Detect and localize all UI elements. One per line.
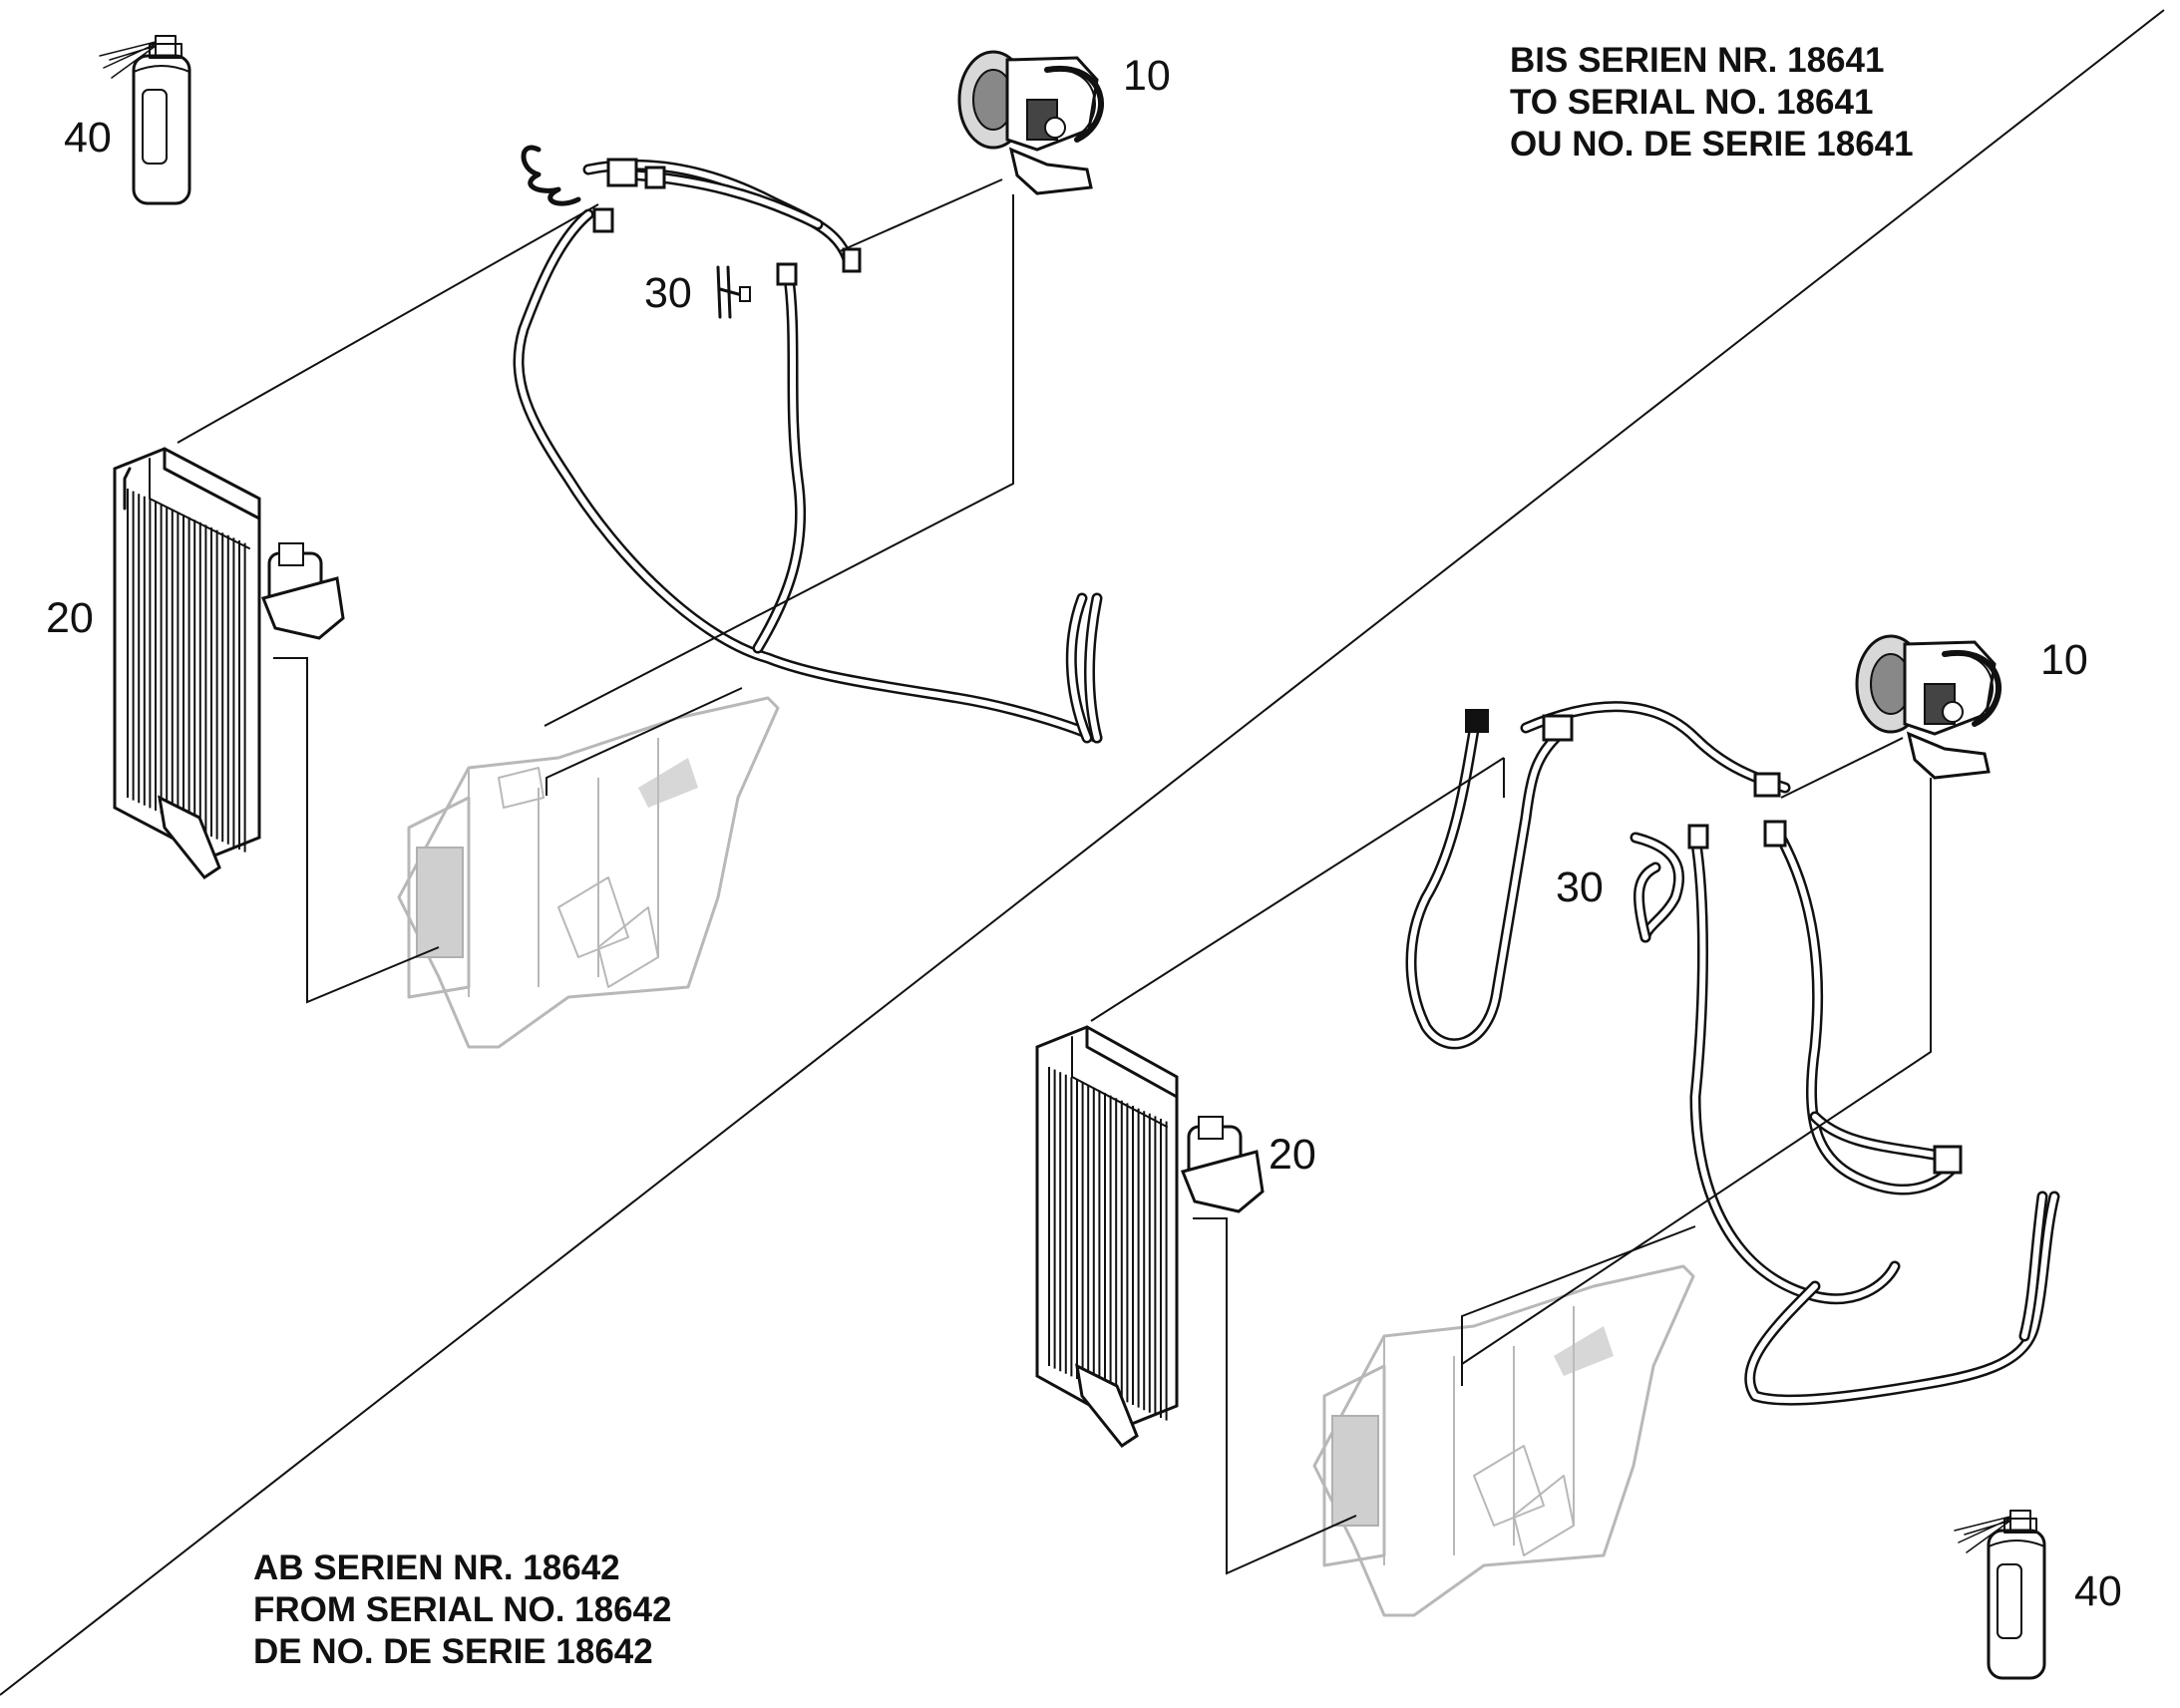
serial-note-upper-line1: BIS SERIEN NR. 18641 <box>1510 41 1884 80</box>
serial-note-upper-line2: TO SERIAL NO. 18641 <box>1510 83 1873 122</box>
hose-assembly-lower <box>1405 701 2060 1406</box>
serial-note-lower-line3: DE NO. DE SERIE 18642 <box>253 1632 653 1671</box>
callout-40-upper: 40 <box>64 114 112 162</box>
condenser-fins-upper <box>127 489 246 853</box>
compressor-lower <box>1855 634 2001 780</box>
callout-40-lower: 40 <box>2074 1567 2122 1615</box>
leaders-upper <box>177 178 1014 1004</box>
callout-30-upper: 30 <box>644 269 692 317</box>
callout-20-upper: 20 <box>46 594 94 642</box>
condenser-fins-lower <box>1048 1067 1168 1421</box>
compressor-upper <box>957 50 1104 195</box>
callout-10-lower: 10 <box>2040 636 2088 684</box>
leaders-lower <box>1090 737 1932 1575</box>
chassis-frame-upper <box>397 696 780 1049</box>
condenser-lower <box>1035 1025 1265 1449</box>
lower-assembly: 10 30 20 40 AB SERIEN NR. 18642 FROM SER… <box>253 634 2122 1680</box>
serial-note-upper-line3: OU NO. DE SERIE 18641 <box>1510 125 1914 164</box>
callout-10-upper: 10 <box>1123 52 1171 100</box>
serial-note-lower-line1: AB SERIEN NR. 18642 <box>253 1548 620 1587</box>
callout-20-lower: 20 <box>1269 1131 1316 1179</box>
divider-line <box>0 9 2165 1696</box>
serial-note-lower-line2: FROM SERIAL NO. 18642 <box>253 1590 671 1629</box>
hose-line-lower <box>1630 832 1685 943</box>
callout-30-lower: 30 <box>1556 863 1604 911</box>
hose-line-upper <box>716 265 751 319</box>
refrigerant-can-lower <box>1954 1510 2046 1680</box>
upper-assembly: 40 10 30 20 BIS SERIEN NR. 18641 TO SERI… <box>46 35 1914 1049</box>
chassis-frame-lower <box>1312 1264 1695 1617</box>
hose-assembly-upper <box>513 145 1103 744</box>
refrigerant-can-upper <box>99 35 191 205</box>
condenser-upper <box>113 447 345 880</box>
